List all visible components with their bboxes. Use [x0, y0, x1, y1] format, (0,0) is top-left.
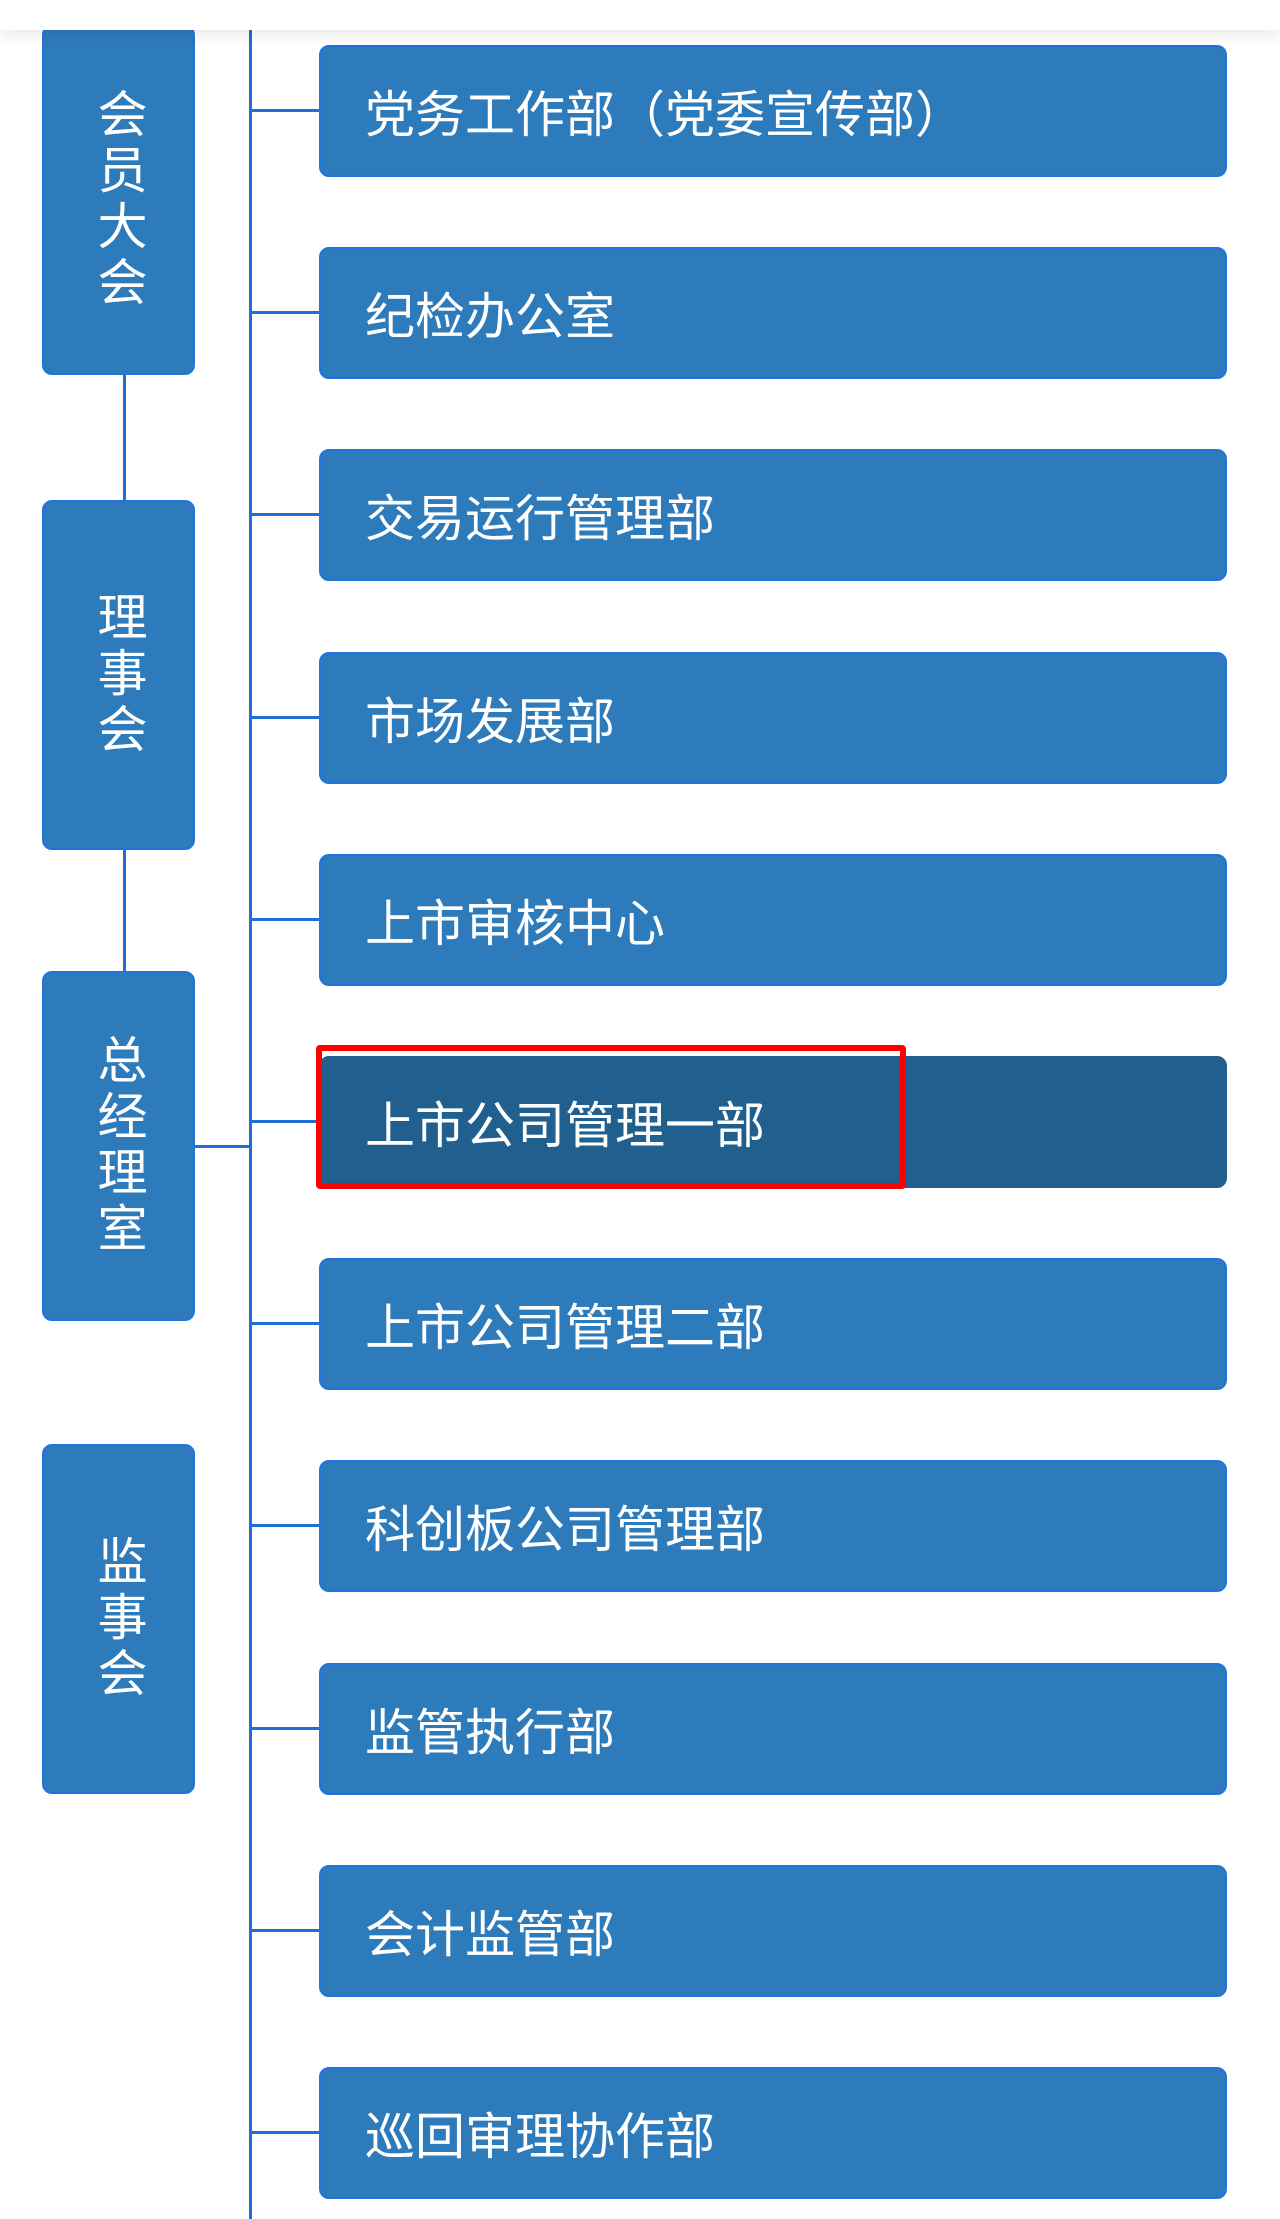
department-item[interactable]: 市场发展部 — [319, 651, 1227, 784]
node-supervisory-board[interactable]: 监事会 — [42, 1444, 195, 1794]
branch-line — [251, 1928, 319, 1932]
department-label: 科创板公司管理部 — [365, 1501, 765, 1560]
department-label: 上市审核中心 — [365, 894, 665, 953]
department-label: 市场发展部 — [365, 692, 615, 751]
department-item[interactable]: 纪检办公室 — [319, 247, 1227, 380]
branch-line — [251, 513, 319, 517]
department-item[interactable]: 上市审核中心 — [319, 853, 1227, 986]
department-label: 巡回审理协作部 — [365, 2108, 715, 2166]
branch-line — [251, 715, 319, 719]
node-board-of-directors[interactable]: 理事会 — [42, 500, 195, 850]
department-label: 监管执行部 — [365, 1703, 615, 1762]
department-item[interactable]: 巡回审理协作部 — [319, 2067, 1227, 2199]
node-general-manager-office[interactable]: 总经理室 — [42, 971, 195, 1321]
node-label: 监事会 — [89, 1535, 148, 1703]
department-item[interactable]: 上市公司管理一部 — [319, 1056, 1227, 1188]
branch-line — [251, 917, 319, 921]
department-label: 上市公司管理二部 — [365, 1299, 765, 1358]
department-label: 党务工作部（党委宣传部） — [365, 86, 965, 144]
node-label: 会员大会 — [89, 88, 148, 312]
department-label: 交易运行管理部 — [365, 490, 715, 549]
department-item[interactable]: 上市公司管理二部 — [319, 1258, 1227, 1391]
connector-gm-to-trunk — [195, 1145, 252, 1148]
department-item[interactable]: 监管执行部 — [319, 1662, 1227, 1795]
branch-line — [251, 1726, 319, 1730]
department-label: 上市公司管理一部 — [365, 1097, 765, 1155]
branch-line — [251, 1120, 319, 1123]
node-label: 理事会 — [89, 591, 148, 759]
department-item[interactable]: 科创板公司管理部 — [319, 1460, 1227, 1593]
branch-line — [251, 1322, 319, 1326]
node-members-assembly[interactable]: 会员大会 — [42, 25, 195, 375]
branch-line — [251, 109, 319, 112]
department-item[interactable]: 会计监管部 — [319, 1864, 1227, 1997]
branch-line — [251, 2131, 319, 2134]
department-item[interactable]: 交易运行管理部 — [319, 449, 1227, 582]
node-label: 总经理室 — [89, 1034, 148, 1258]
top-bar — [0, 0, 1280, 30]
branch-line — [251, 311, 319, 315]
department-item[interactable]: 党务工作部（党委宣传部） — [319, 45, 1227, 177]
department-label: 会计监管部 — [365, 1905, 615, 1964]
branch-line — [251, 1524, 319, 1528]
trunk-line — [249, 30, 252, 2219]
department-label: 纪检办公室 — [365, 288, 615, 347]
selection-highlight — [316, 1045, 906, 1189]
